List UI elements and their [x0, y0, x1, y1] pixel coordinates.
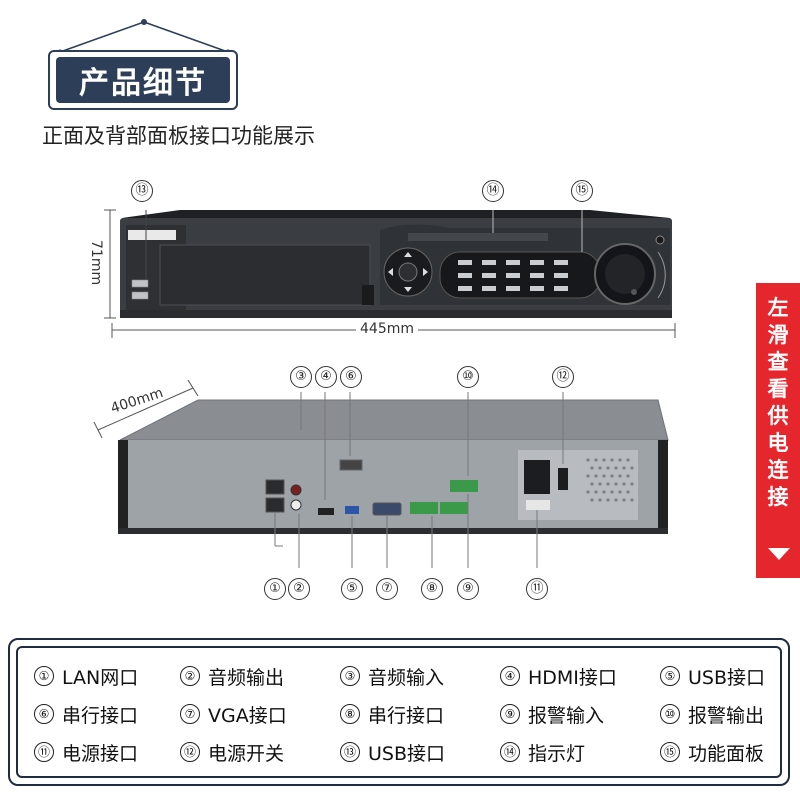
- callout-6: ⑥: [340, 366, 362, 388]
- callout-9: ⑨: [457, 578, 479, 600]
- width-dimension: 445mm: [356, 321, 418, 337]
- title-plate: 产品细节: [48, 50, 238, 110]
- callout-2: ②: [288, 578, 310, 600]
- height-dimension: 71mm: [88, 240, 104, 286]
- callout-1: ①: [264, 578, 286, 600]
- callout-12: ⑫: [552, 366, 574, 388]
- page-subtitle: 正面及背部面板接口功能展示: [42, 124, 315, 148]
- callout-14: ⑭: [482, 180, 504, 202]
- arrow-down-icon: [768, 548, 790, 560]
- callout-8: ⑧: [421, 578, 443, 600]
- front-panel-image: [104, 209, 676, 338]
- callout-3: ③: [290, 366, 312, 388]
- callout-13: ⑬: [131, 180, 153, 202]
- rear-panel-image: [93, 379, 669, 568]
- swipe-tab-label: 左滑查看供电连接: [767, 296, 789, 509]
- swipe-tab[interactable]: 左滑查看供电连接: [756, 283, 800, 578]
- callout-7: ⑦: [376, 578, 398, 600]
- page-title: 产品细节: [56, 57, 230, 103]
- callout-4: ④: [315, 366, 337, 388]
- callout-11: ⑪: [526, 578, 548, 600]
- callout-15: ⑮: [571, 180, 593, 202]
- title-sign: 产品细节: [44, 10, 244, 110]
- callout-10: ⑩: [457, 366, 479, 388]
- callout-5: ⑤: [341, 578, 363, 600]
